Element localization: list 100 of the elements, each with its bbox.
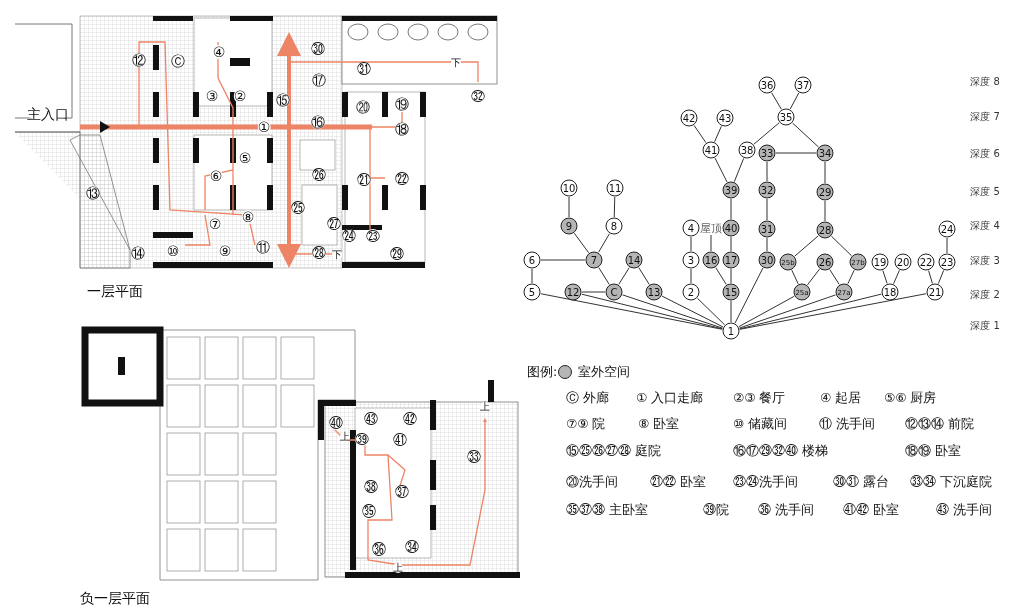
connector-line [696,297,726,326]
key-text: ②③ 餐厅 [733,391,786,405]
stair-direction-text: 上 [393,563,403,573]
callout-number: ㉜ [471,89,485,103]
plan-title: 一层平面 [87,284,143,298]
connector-line [661,295,724,328]
key-text: ㉑㉒ 卧室 [650,475,706,489]
connector-line [775,152,817,154]
connector-line [739,293,927,330]
key-text: ⑧ 卧室 [638,417,680,431]
outdoor-space-node: 34 [816,144,834,162]
entrance-text: 主入口 [27,107,69,121]
connector-line [829,269,840,285]
outdoor-space-node: 16 [702,251,720,269]
connector-line [734,267,764,324]
key-text: 图例: [527,365,558,379]
connector-line [693,124,707,144]
key-text: ㉓㉔洗手间 [733,475,798,489]
connector-line [581,291,606,293]
outdoor-space-node: 32 [758,181,776,199]
key-text: ㉚㉛ 露台 [833,475,889,489]
connector-line [540,293,723,330]
connector-line [824,200,826,222]
connector-line [791,269,799,285]
key-text: ㉟㊲㊳ 主卧室 [566,503,648,517]
connector-line [739,293,882,330]
outdoor-space-node: 28 [816,221,834,239]
connector-line [893,269,900,285]
outdoor-space-node: C [605,283,623,301]
connector-line [824,161,826,184]
depth-label: 深度 3 [970,256,1000,266]
legend-text: 室外空间 [578,365,630,379]
outdoor-space-node: 30 [758,251,776,269]
connector-line [710,234,712,252]
key-text: ⑳洗手间 [566,475,618,489]
connector-line [618,267,630,285]
depth-label: 深度 7 [970,112,1000,122]
connector-line [739,294,836,329]
key-text: ⑱⑲ 卧室 [905,444,961,458]
key-text: ㊴院 [703,503,729,517]
stair-direction-text: 下 [451,58,461,68]
depth-label: 深度 8 [970,77,1000,87]
connector-line [928,270,933,284]
connector-line [730,268,732,284]
key-text: ㊶㊷ 卧室 [843,503,899,517]
outdoor-space-node: 9 [560,217,578,235]
connector-line [753,122,780,145]
depth-label: 深度 5 [970,187,1000,197]
connector-line [715,267,727,285]
connector-line [766,198,768,221]
stair-direction-text: 下 [332,250,342,260]
key-text: Ⓒ 外廊 [566,391,609,405]
connector-line [766,161,768,182]
depth-label: 深度 2 [970,290,1000,300]
outdoor-space-node: 13 [645,283,663,301]
depth-label: 深度 1 [970,321,1000,331]
connector-line [730,300,732,323]
connector-line [738,295,795,328]
outdoor-space-node: 26 [816,253,834,271]
connector-line [598,267,610,285]
stair-direction-text: 上 [340,432,350,442]
depth-label: 深度 4 [970,221,1000,231]
connector-line [807,268,820,286]
key-text: ⑫⑬⑭ 前院 [905,417,974,431]
connector-line [882,270,888,284]
outdoor-space-node: 7 [585,251,603,269]
key-text: ㊸ 洗手间 [936,503,992,517]
connector-line [573,232,590,254]
key-text: ㉝㉞ 下沉庭院 [910,475,992,489]
connector-line [733,157,745,183]
node-label: 屋顶 [700,222,722,234]
key-text: ⑩ 储藏间 [733,417,788,431]
connector-line [771,92,782,110]
connector-line [730,198,732,220]
connector-line [792,122,819,148]
key-text: ⑯⑰㉙㉜㊵ 楼梯 [733,444,828,458]
connector-line [830,235,853,257]
connector-line [598,233,610,253]
stair-direction-text: 上 [480,402,490,412]
outdoor-space-node: 15 [722,283,740,301]
connector-line [730,236,732,252]
connector-line [540,259,586,261]
outdoor-space-node: 33 [758,144,776,162]
connector-line [613,196,616,218]
connector-line [622,294,723,329]
outdoor-space-node: 17 [722,251,740,269]
connector-line [714,157,728,183]
outdoor-space-node: 31 [758,220,776,238]
plan-title: 负一层平面 [80,591,150,605]
outdoor-space-node: 39 [722,181,740,199]
depth-label: 深度 6 [970,149,1000,159]
outdoor-space-node: 40 [722,219,740,237]
connector-line [789,92,800,110]
connector-line [946,237,948,254]
key-text: ⑤⑥ 厨房 [884,391,937,405]
outdoor-space-node: 14 [625,251,643,269]
connector-line [568,196,570,218]
outdoor-space-node: 12 [564,283,582,301]
connector-line [847,269,855,285]
key-text: ⑦⑨ 院 [566,417,606,431]
